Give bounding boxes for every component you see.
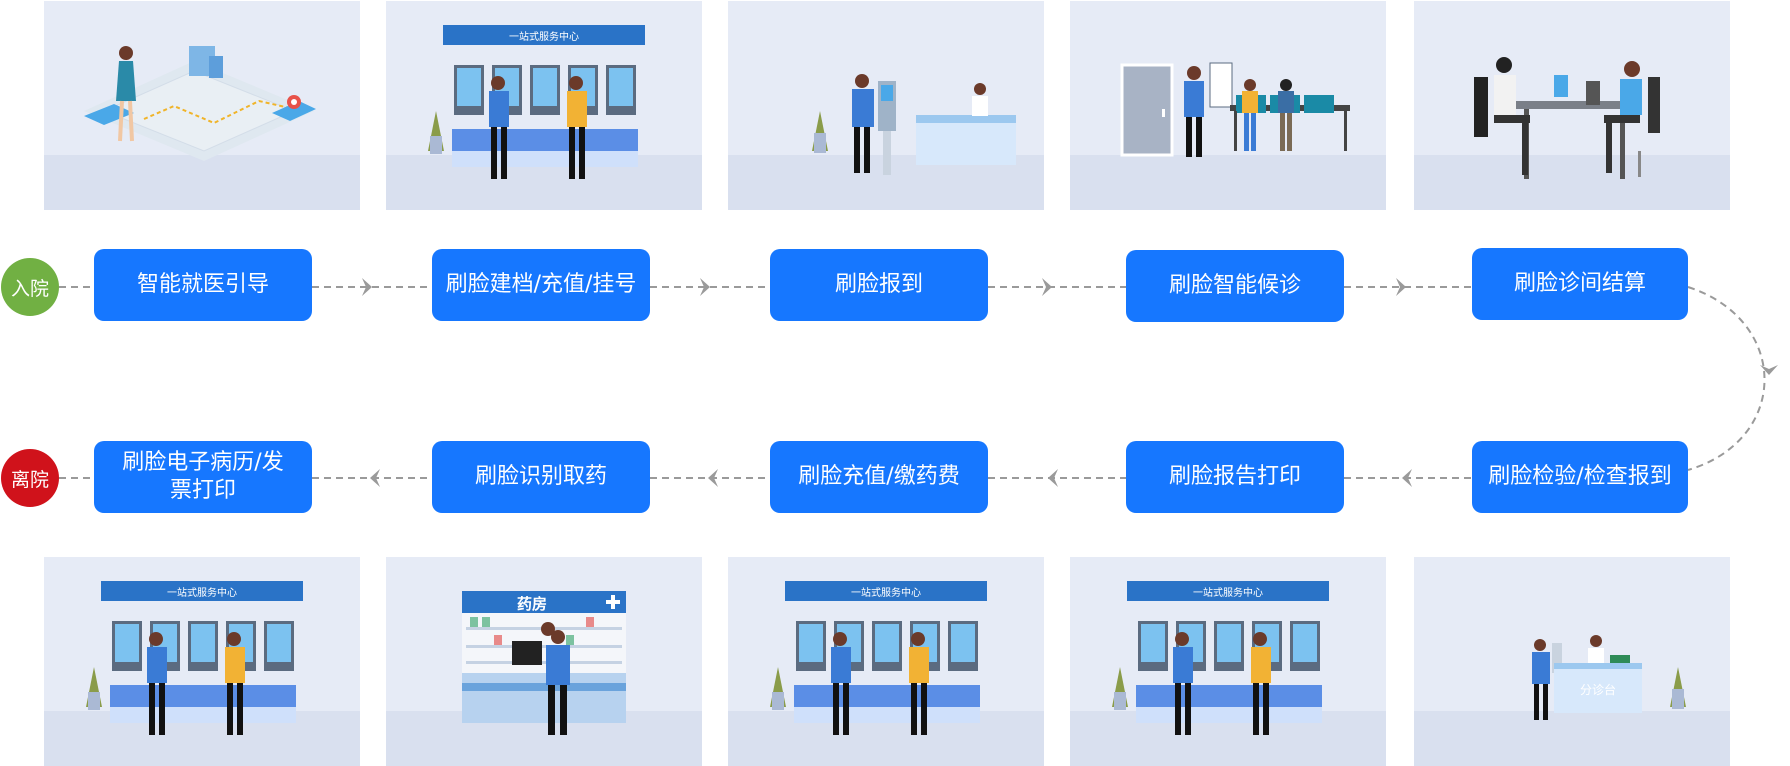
illustration-triage: 分诊台 (1414, 557, 1730, 766)
entry-badge: 入院 (1, 258, 59, 316)
kiosk-sign: 一站式服务中心 (167, 588, 237, 599)
step-settlement[interactable]: 刷脸诊间结算 (1472, 248, 1688, 320)
step-register[interactable]: 刷脸建档/充值/挂号 (432, 249, 650, 321)
illustration-kiosk-report: 一站式服务中心 (1070, 557, 1386, 766)
step-label: 刷脸充值/缴药费 (798, 464, 960, 489)
step-pay-medicine[interactable]: 刷脸充值/缴药费 (770, 441, 988, 513)
entry-label: 入院 (10, 277, 49, 300)
arrow-left-icon (1048, 469, 1058, 487)
step-records-print[interactable]: 刷脸电子病历/发票打印 (94, 441, 312, 513)
pharmacy-sign: 药房 (516, 595, 547, 613)
step-waiting[interactable]: 刷脸智能候诊 (1126, 250, 1344, 322)
illustration-settlement (1414, 1, 1730, 210)
arrow-right-icon (1042, 278, 1052, 296)
step-report-print[interactable]: 刷脸报告打印 (1126, 441, 1344, 513)
step-label: 刷脸报到 (834, 272, 923, 297)
step-label: 刷脸电子病历/发票打印 (122, 450, 284, 503)
arrow-right-icon (1396, 278, 1406, 296)
step-checkin[interactable]: 刷脸报到 (770, 249, 988, 321)
arrow-left-icon (1402, 469, 1412, 487)
arrow-right-icon (700, 278, 710, 296)
exit-badge: 离院 (1, 449, 59, 507)
illustration-waiting (1070, 1, 1386, 210)
step-label: 刷脸检验/检查报到 (1488, 464, 1672, 489)
kiosk-sign: 一站式服务中心 (509, 32, 579, 43)
step-exam-checkin[interactable]: 刷脸检验/检查报到 (1472, 441, 1688, 513)
illustration-kiosk-records: 一站式服务中心 (44, 557, 360, 766)
illustration-pharmacy: 药房 (386, 557, 702, 766)
step-label: 刷脸建档/充值/挂号 (445, 272, 637, 297)
step-label: 智能就医引导 (136, 272, 269, 297)
arrow-left-icon (370, 469, 380, 487)
illustration-kiosk-payment: 一站式服务中心 (728, 557, 1044, 766)
step-label: 刷脸诊间结算 (1513, 271, 1646, 296)
step-label: 刷脸报告打印 (1168, 464, 1301, 489)
step-pickup-medicine[interactable]: 刷脸识别取药 (432, 441, 650, 513)
arrow-right-icon (362, 278, 372, 296)
kiosk-sign: 一站式服务中心 (1193, 588, 1263, 599)
illustration-checkin (728, 1, 1044, 210)
illustration-smart-guide (44, 1, 360, 210)
step-smart-guide[interactable]: 智能就医引导 (94, 249, 312, 321)
arrow-left-icon (708, 469, 718, 487)
step-label: 刷脸智能候诊 (1168, 273, 1301, 298)
kiosk-sign: 一站式服务中心 (851, 588, 921, 599)
illustration-kiosk-center: 一站式服务中心 (386, 1, 702, 210)
arrow-down-icon (1760, 365, 1778, 375)
triage-desk-label: 分诊台 (1579, 683, 1616, 697)
exit-label: 离院 (10, 468, 49, 491)
step-label: 刷脸识别取药 (474, 464, 607, 489)
